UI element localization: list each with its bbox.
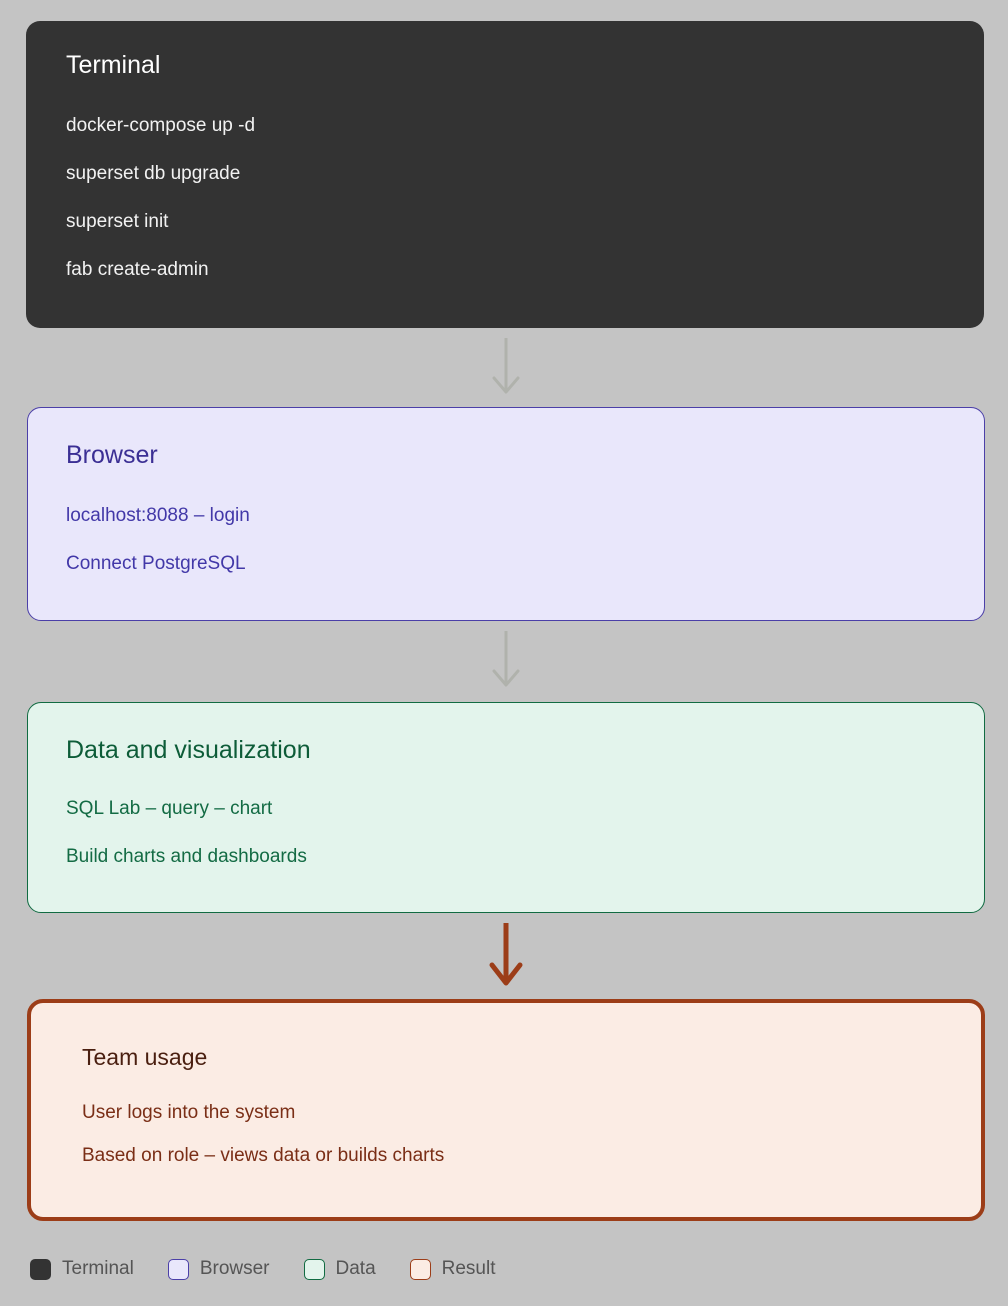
legend-item-browser[interactable]: Browser: [167, 1258, 270, 1280]
node-terminal-line-2: superset db upgrade: [66, 163, 241, 184]
legend-label-result: Result: [441, 1258, 496, 1279]
node-data-line-2: Build charts and dashboards: [66, 846, 307, 867]
node-browser[interactable]: Browser localhost:8088 – login Connect P…: [27, 407, 985, 621]
legend-item-result[interactable]: Result: [409, 1258, 496, 1280]
legend-swatch-result-icon: [409, 1258, 431, 1280]
arrow-down-icon-terminal-to-browser: [492, 338, 520, 394]
node-terminal-title: Terminal: [66, 51, 161, 79]
legend-swatch-browser-icon: [167, 1258, 189, 1280]
node-terminal-line-4: fab create-admin: [66, 259, 209, 280]
node-terminal-line-3: superset init: [66, 211, 169, 232]
legend-item-data[interactable]: Data: [303, 1258, 376, 1280]
node-team-usage[interactable]: Team usage User logs into the system Bas…: [27, 999, 985, 1221]
node-result-title: Team usage: [82, 1044, 208, 1070]
node-result-line-1: User logs into the system: [82, 1102, 296, 1123]
arrow-down-icon-data-to-result: [489, 923, 523, 986]
node-data-title: Data and visualization: [66, 736, 311, 764]
arrow-down-icon-browser-to-data: [492, 631, 520, 687]
legend-swatch-data-icon: [303, 1258, 325, 1280]
legend-label-data: Data: [335, 1258, 376, 1279]
node-browser-line-2: Connect PostgreSQL: [66, 553, 246, 574]
node-data-and-visualization[interactable]: Data and visualization SQL Lab – query –…: [27, 702, 985, 913]
node-data-line-1: SQL Lab – query – chart: [66, 798, 273, 819]
node-terminal-line-1: docker-compose up -d: [66, 115, 256, 136]
legend-swatch-terminal-icon: [30, 1258, 51, 1280]
node-result-line-2: Based on role – views data or builds cha…: [82, 1145, 445, 1166]
legend-label-terminal: Terminal: [62, 1258, 134, 1279]
node-terminal[interactable]: Terminal docker-compose up -d superset d…: [26, 21, 984, 328]
node-browser-title: Browser: [66, 441, 158, 469]
node-browser-line-1: localhost:8088 – login: [66, 505, 250, 526]
legend: Terminal Browser Data Result: [30, 1258, 530, 1280]
legend-label-browser: Browser: [199, 1258, 270, 1279]
legend-item-terminal[interactable]: Terminal: [30, 1258, 134, 1280]
